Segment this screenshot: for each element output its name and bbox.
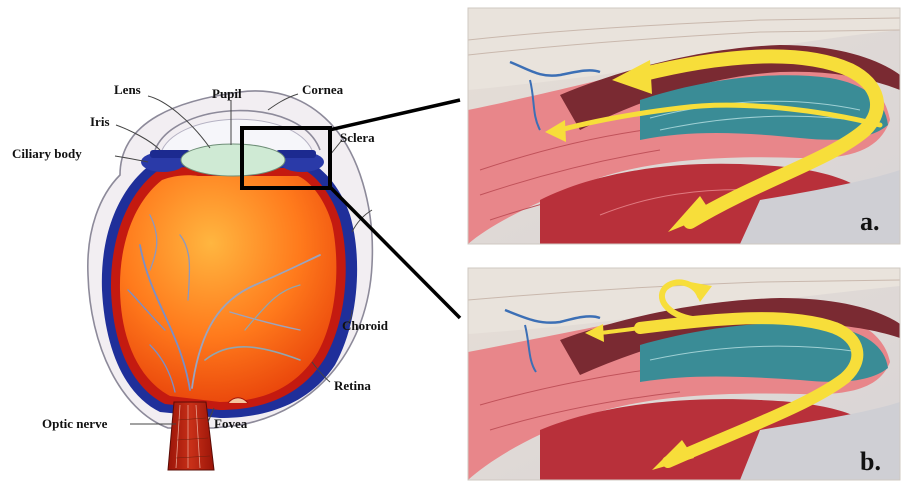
lens-shape	[181, 144, 285, 176]
label-choroid: Choroid	[342, 318, 389, 333]
inset-panel-b	[468, 268, 900, 480]
label-pupil: Pupil	[212, 86, 242, 101]
label-ciliary-body: Ciliary body	[12, 146, 82, 161]
zoom-connector-top	[329, 100, 460, 130]
label-iris: Iris	[90, 114, 110, 129]
inset-panel-a	[468, 8, 900, 244]
label-optic-nerve: Optic nerve	[42, 416, 108, 431]
label-cornea: Cornea	[302, 82, 344, 97]
label-sclera: Sclera	[340, 130, 375, 145]
label-lens: Lens	[114, 82, 141, 97]
panel-label-a: a.	[860, 207, 880, 236]
optic-nerve-stalk	[168, 402, 214, 470]
label-fovea: Fovea	[214, 416, 248, 431]
panel-label-b: b.	[860, 447, 881, 476]
label-retina: Retina	[334, 378, 371, 393]
